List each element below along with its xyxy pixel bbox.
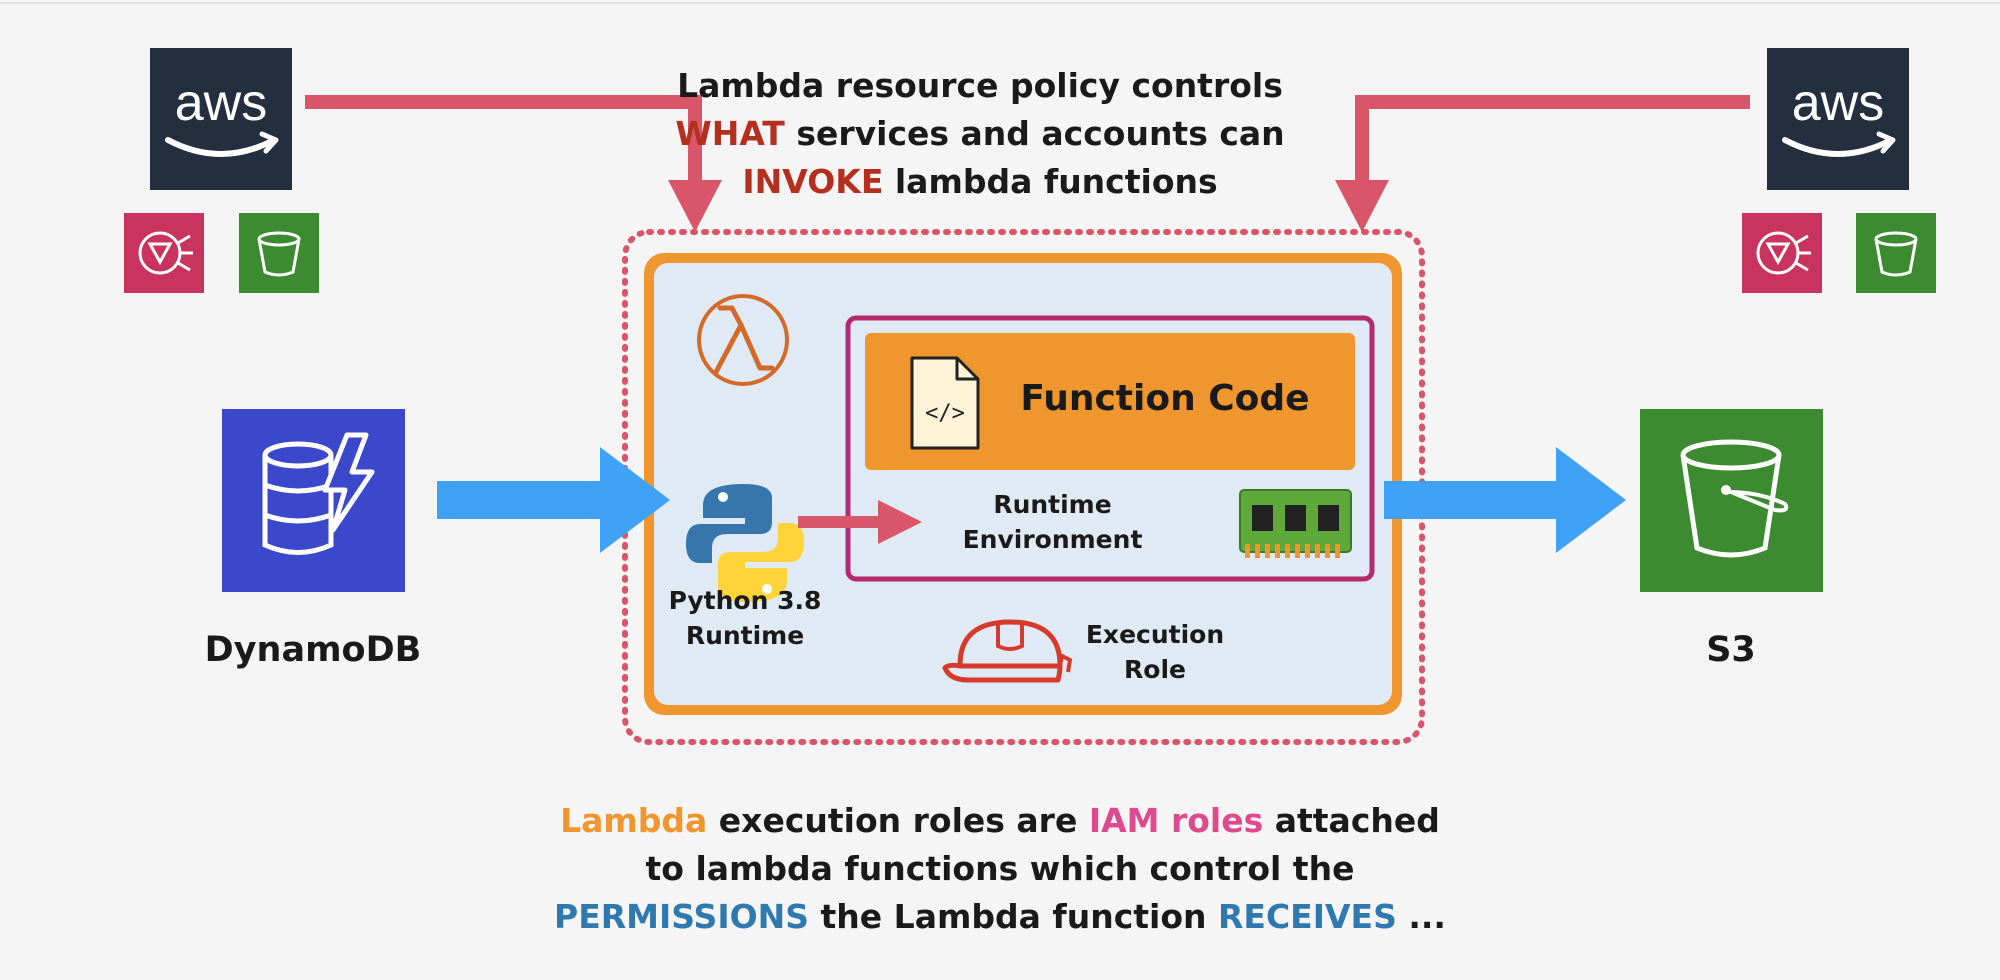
aws-logo-right: aws xyxy=(1767,48,1909,190)
svg-text:</>: </> xyxy=(925,401,965,426)
python-runtime-label-line2: Runtime xyxy=(685,621,805,650)
execution-role-label: Execution Role xyxy=(1065,617,1245,687)
execution-role-caption: Lambda execution roles are IAM roles att… xyxy=(540,797,1460,941)
python-logo-icon xyxy=(686,484,804,602)
iam-roles-highlight: IAM roles xyxy=(1088,801,1264,840)
memory-chip-icon xyxy=(1239,489,1352,558)
execution-role-caption-line1: Lambda execution roles are IAM roles att… xyxy=(540,797,1460,845)
execution-role-caption-line3-text: the Lambda function xyxy=(809,897,1219,936)
sns-icon xyxy=(1742,213,1822,293)
execution-role-caption-line1-end: attached xyxy=(1263,801,1440,840)
execution-role-label-line2: Role xyxy=(1124,655,1186,684)
resource-policy-caption-line3: INVOKE lambda functions xyxy=(660,158,1300,206)
s3-icon xyxy=(1640,409,1823,592)
execution-role-caption-line2: to lambda functions which control the xyxy=(645,849,1355,888)
resource-policy-arrow-left xyxy=(305,95,722,232)
dynamodb-label: DynamoDB xyxy=(204,630,422,670)
code-file-icon: </> xyxy=(910,356,980,450)
aws-logo-text: aws xyxy=(175,74,267,132)
receives-highlight: RECEIVES xyxy=(1218,897,1397,936)
sns-icon xyxy=(124,213,204,293)
what-highlight: WHAT xyxy=(675,114,785,153)
resource-policy-caption-line2-text: services and accounts can xyxy=(784,114,1285,153)
s3-label: S3 xyxy=(1706,630,1756,670)
aws-logo-text: aws xyxy=(1792,74,1884,132)
lambda-icon xyxy=(697,294,789,386)
resource-policy-caption-line2: WHAT services and accounts can xyxy=(660,110,1300,158)
execution-role-caption-line3: PERMISSIONS the Lambda function RECEIVES… xyxy=(540,893,1460,941)
function-code-label: Function Code xyxy=(1020,378,1310,419)
python-runtime-label-line1: Python 3.8 xyxy=(668,586,822,615)
resource-policy-arrow-right xyxy=(1335,95,1750,232)
aws-logo-left: aws xyxy=(150,48,292,190)
dynamodb-to-lambda-arrow xyxy=(437,447,670,553)
runtime-environment-label-line2: Environment xyxy=(962,525,1143,554)
execution-role-caption-line3-end: ... xyxy=(1396,897,1446,936)
runtime-environment-box xyxy=(845,315,1375,582)
s3-bucket-icon xyxy=(239,213,319,293)
lambda-highlight: Lambda xyxy=(560,801,708,840)
function-code-box xyxy=(865,333,1355,470)
lambda-to-s3-arrow xyxy=(1384,447,1626,553)
invoke-highlight: INVOKE xyxy=(742,162,884,201)
resource-policy-caption: Lambda resource policy controls WHAT ser… xyxy=(660,62,1300,206)
resource-policy-caption-line3-text: lambda functions xyxy=(883,162,1218,201)
resource-policy-caption-line1: Lambda resource policy controls xyxy=(677,66,1283,105)
dynamodb-icon xyxy=(222,409,405,592)
permissions-highlight: PERMISSIONS xyxy=(554,897,810,936)
s3-bucket-icon xyxy=(1856,213,1936,293)
python-runtime-label: Python 3.8 Runtime xyxy=(640,583,850,653)
runtime-environment-label: Runtime Environment xyxy=(930,487,1175,557)
hard-hat-icon xyxy=(942,619,1073,683)
execution-role-caption-line1-text: execution roles are xyxy=(707,801,1089,840)
execution-role-label-line1: Execution xyxy=(1085,620,1225,649)
runtime-arrow xyxy=(798,500,922,544)
runtime-environment-label-line1: Runtime xyxy=(993,490,1112,519)
